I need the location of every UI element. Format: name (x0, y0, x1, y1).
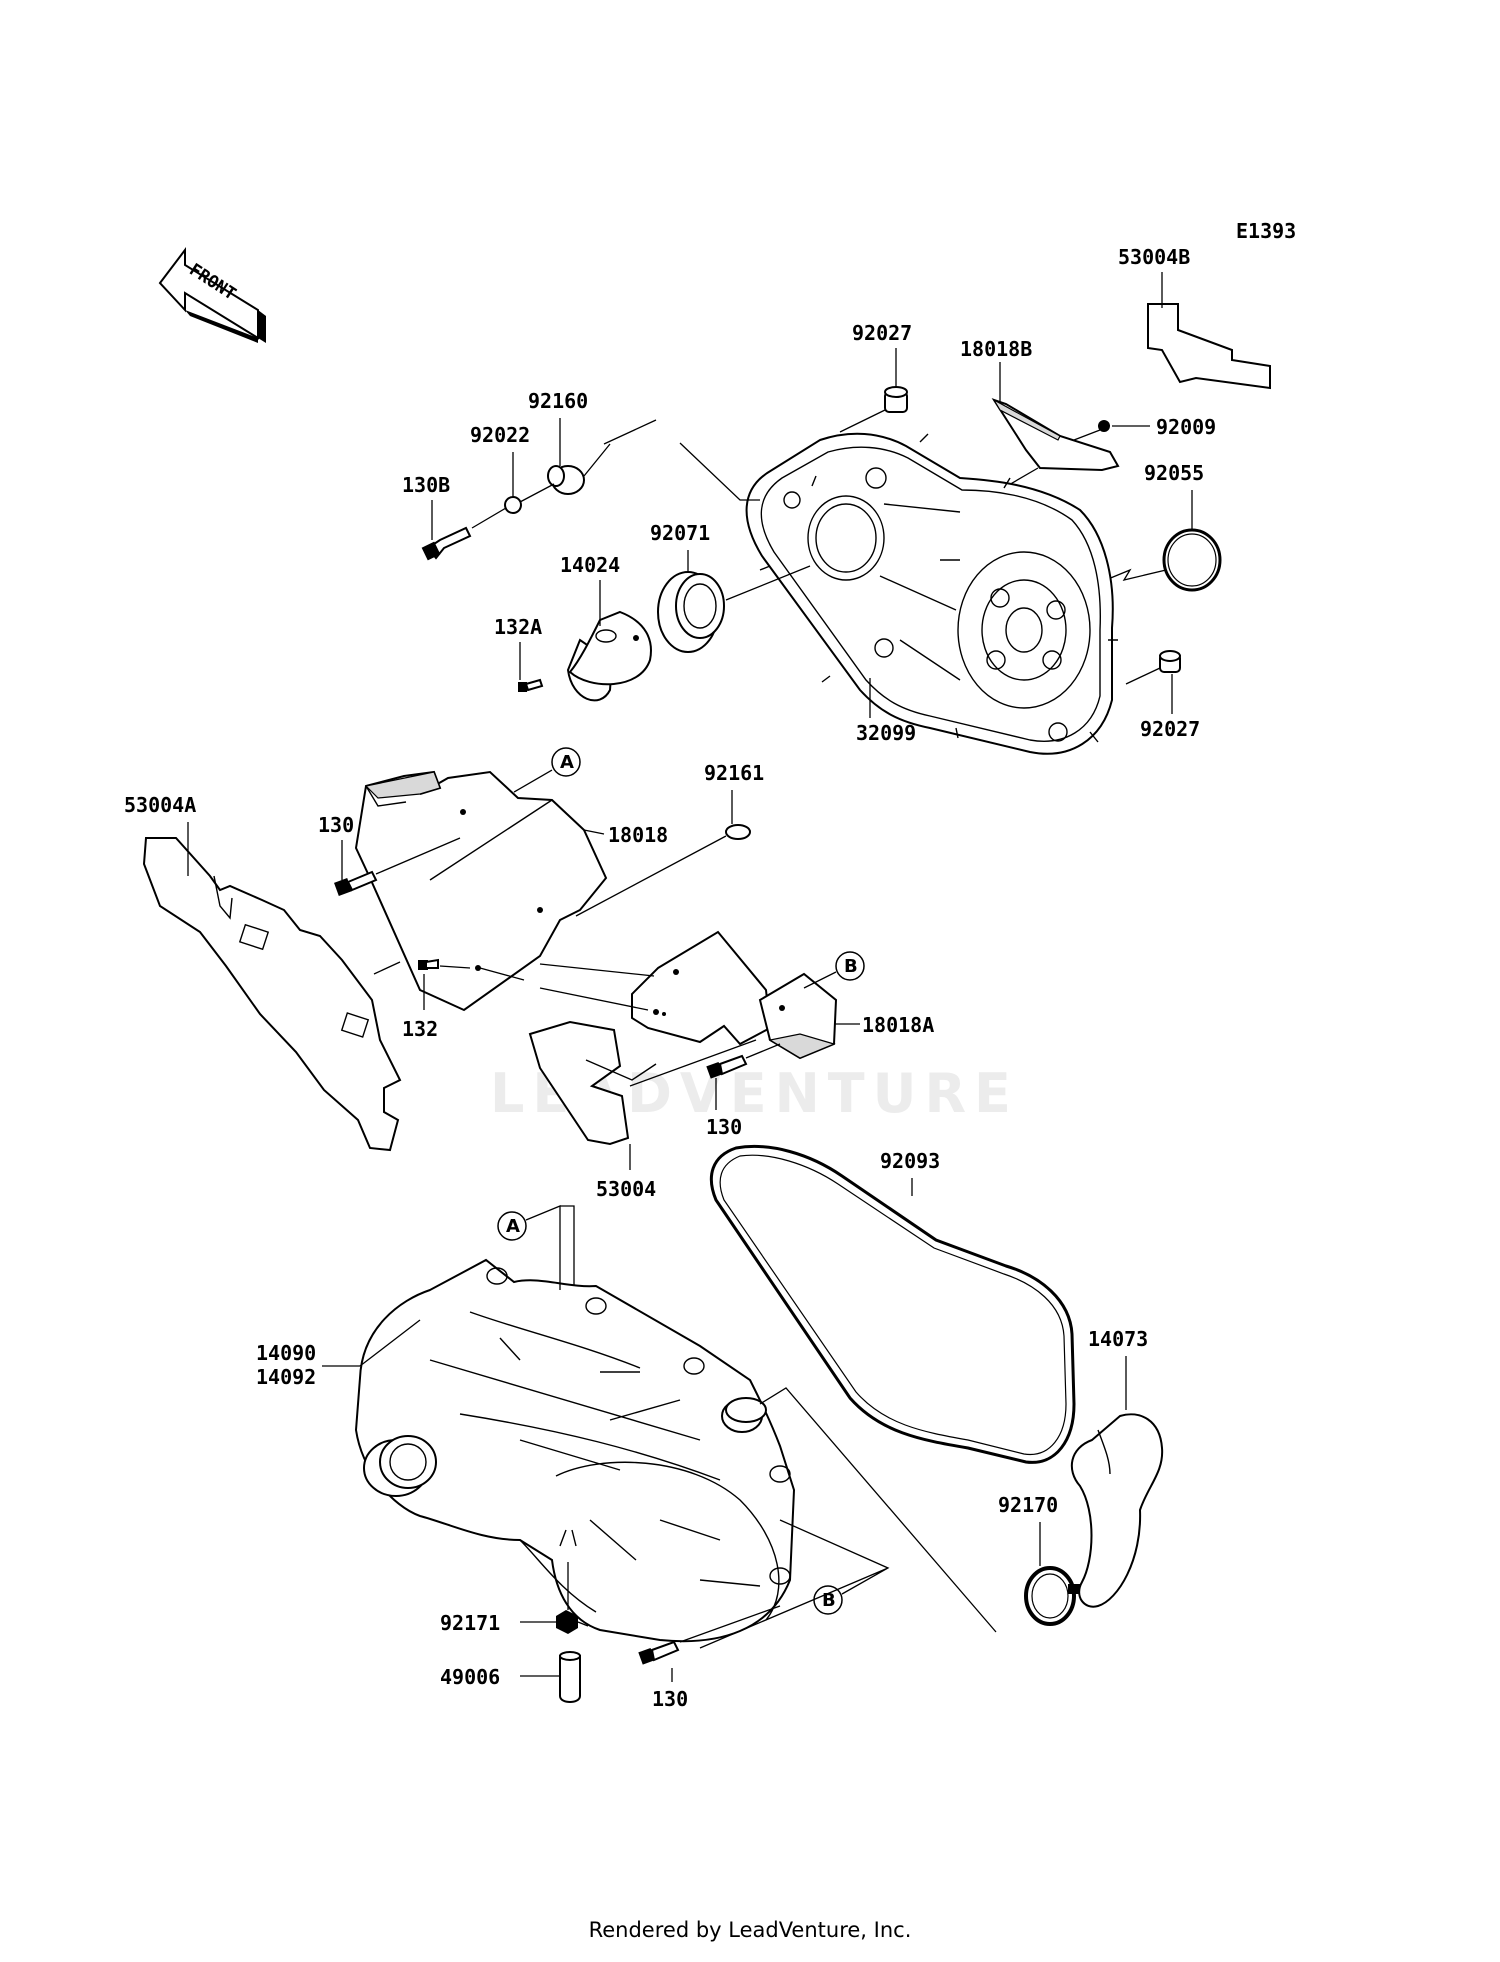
label-18018: 18018 (608, 823, 668, 847)
label-14024: 14024 (560, 553, 620, 577)
label-92055: 92055 (1144, 461, 1204, 485)
label-130-left: 130 (318, 813, 354, 837)
cover-32099 (745, 432, 1118, 755)
bracket-18018a (631, 930, 838, 1060)
label-92071: 92071 (650, 521, 710, 545)
guard-18018 (354, 770, 608, 1012)
label-92161: 92161 (704, 761, 764, 785)
bolt-130-mid (706, 1054, 748, 1079)
washer-92022-top (504, 496, 522, 514)
label-18018b: 18018B (960, 337, 1032, 361)
footer-credit: Rendered by LeadVenture, Inc. (588, 1918, 912, 1942)
label-14092: 14092 (256, 1365, 316, 1389)
callout-b-mid: B (835, 951, 865, 981)
plate-53004a (142, 837, 402, 1152)
callout-a-bottom: A (497, 1211, 527, 1241)
gasket-92093 (709, 1144, 1076, 1464)
label-92009: 92009 (1156, 415, 1216, 439)
label-92171: 92171 (440, 1611, 500, 1635)
svg-text:A: A (560, 752, 574, 773)
label-130-mid: 130 (706, 1115, 742, 1139)
label-49006: 49006 (440, 1665, 500, 1689)
plug (721, 1397, 767, 1433)
inner-cover-14090 (354, 1258, 796, 1643)
front-arrow-icon: FRONT (158, 247, 266, 343)
label-130-bottom: 130 (652, 1687, 688, 1711)
svg-text:B: B (844, 956, 858, 977)
label-53004a: 53004A (124, 793, 196, 817)
label-130b: 130B (402, 473, 450, 497)
label-53004b: 53004B (1118, 245, 1190, 269)
plate-53004b (1147, 303, 1271, 390)
label-14073: 14073 (1088, 1327, 1148, 1351)
callout-b-bottom: B (813, 1585, 843, 1615)
label-18018a: 18018A (862, 1013, 934, 1037)
label-14090: 14090 (256, 1341, 316, 1365)
seal-92071 (657, 571, 725, 653)
oring-92055 (1162, 528, 1222, 592)
diagram-code: E1393 (1236, 219, 1296, 243)
bolt-92009 (1098, 420, 1110, 432)
label-92170: 92170 (998, 1493, 1058, 1517)
bushing-92027-top (884, 386, 908, 413)
label-92027-bottom: 92027 (1140, 717, 1200, 741)
svg-text:A: A (506, 1216, 520, 1237)
label-92093: 92093 (880, 1149, 940, 1173)
bushing-92027-bottom (1159, 650, 1181, 673)
pad-92161 (725, 824, 751, 840)
label-32099: 32099 (856, 721, 916, 745)
cap-14024 (566, 610, 652, 702)
screw-132 (418, 958, 439, 970)
bolt-130b (421, 526, 472, 561)
duct-14073 (1071, 1413, 1164, 1608)
grommet-92160-top (547, 465, 585, 495)
tube-49006 (559, 1651, 581, 1703)
label-132: 132 (402, 1017, 438, 1041)
bolt-130-bottom (638, 1640, 680, 1665)
screw-132a (518, 678, 544, 692)
label-132a: 132A (494, 615, 542, 639)
label-92160-top: 92160 (528, 389, 588, 413)
bracket-18018b (991, 398, 1120, 472)
clamp-92170 (1024, 1566, 1080, 1626)
clip-92171 (556, 1610, 589, 1634)
bolt-130-left (334, 870, 378, 896)
callout-a-mid: A (551, 747, 581, 777)
label-92027-top: 92027 (852, 321, 912, 345)
label-92022-top: 92022 (470, 423, 530, 447)
pad-53004 (528, 1020, 657, 1146)
label-53004: 53004 (596, 1177, 656, 1201)
